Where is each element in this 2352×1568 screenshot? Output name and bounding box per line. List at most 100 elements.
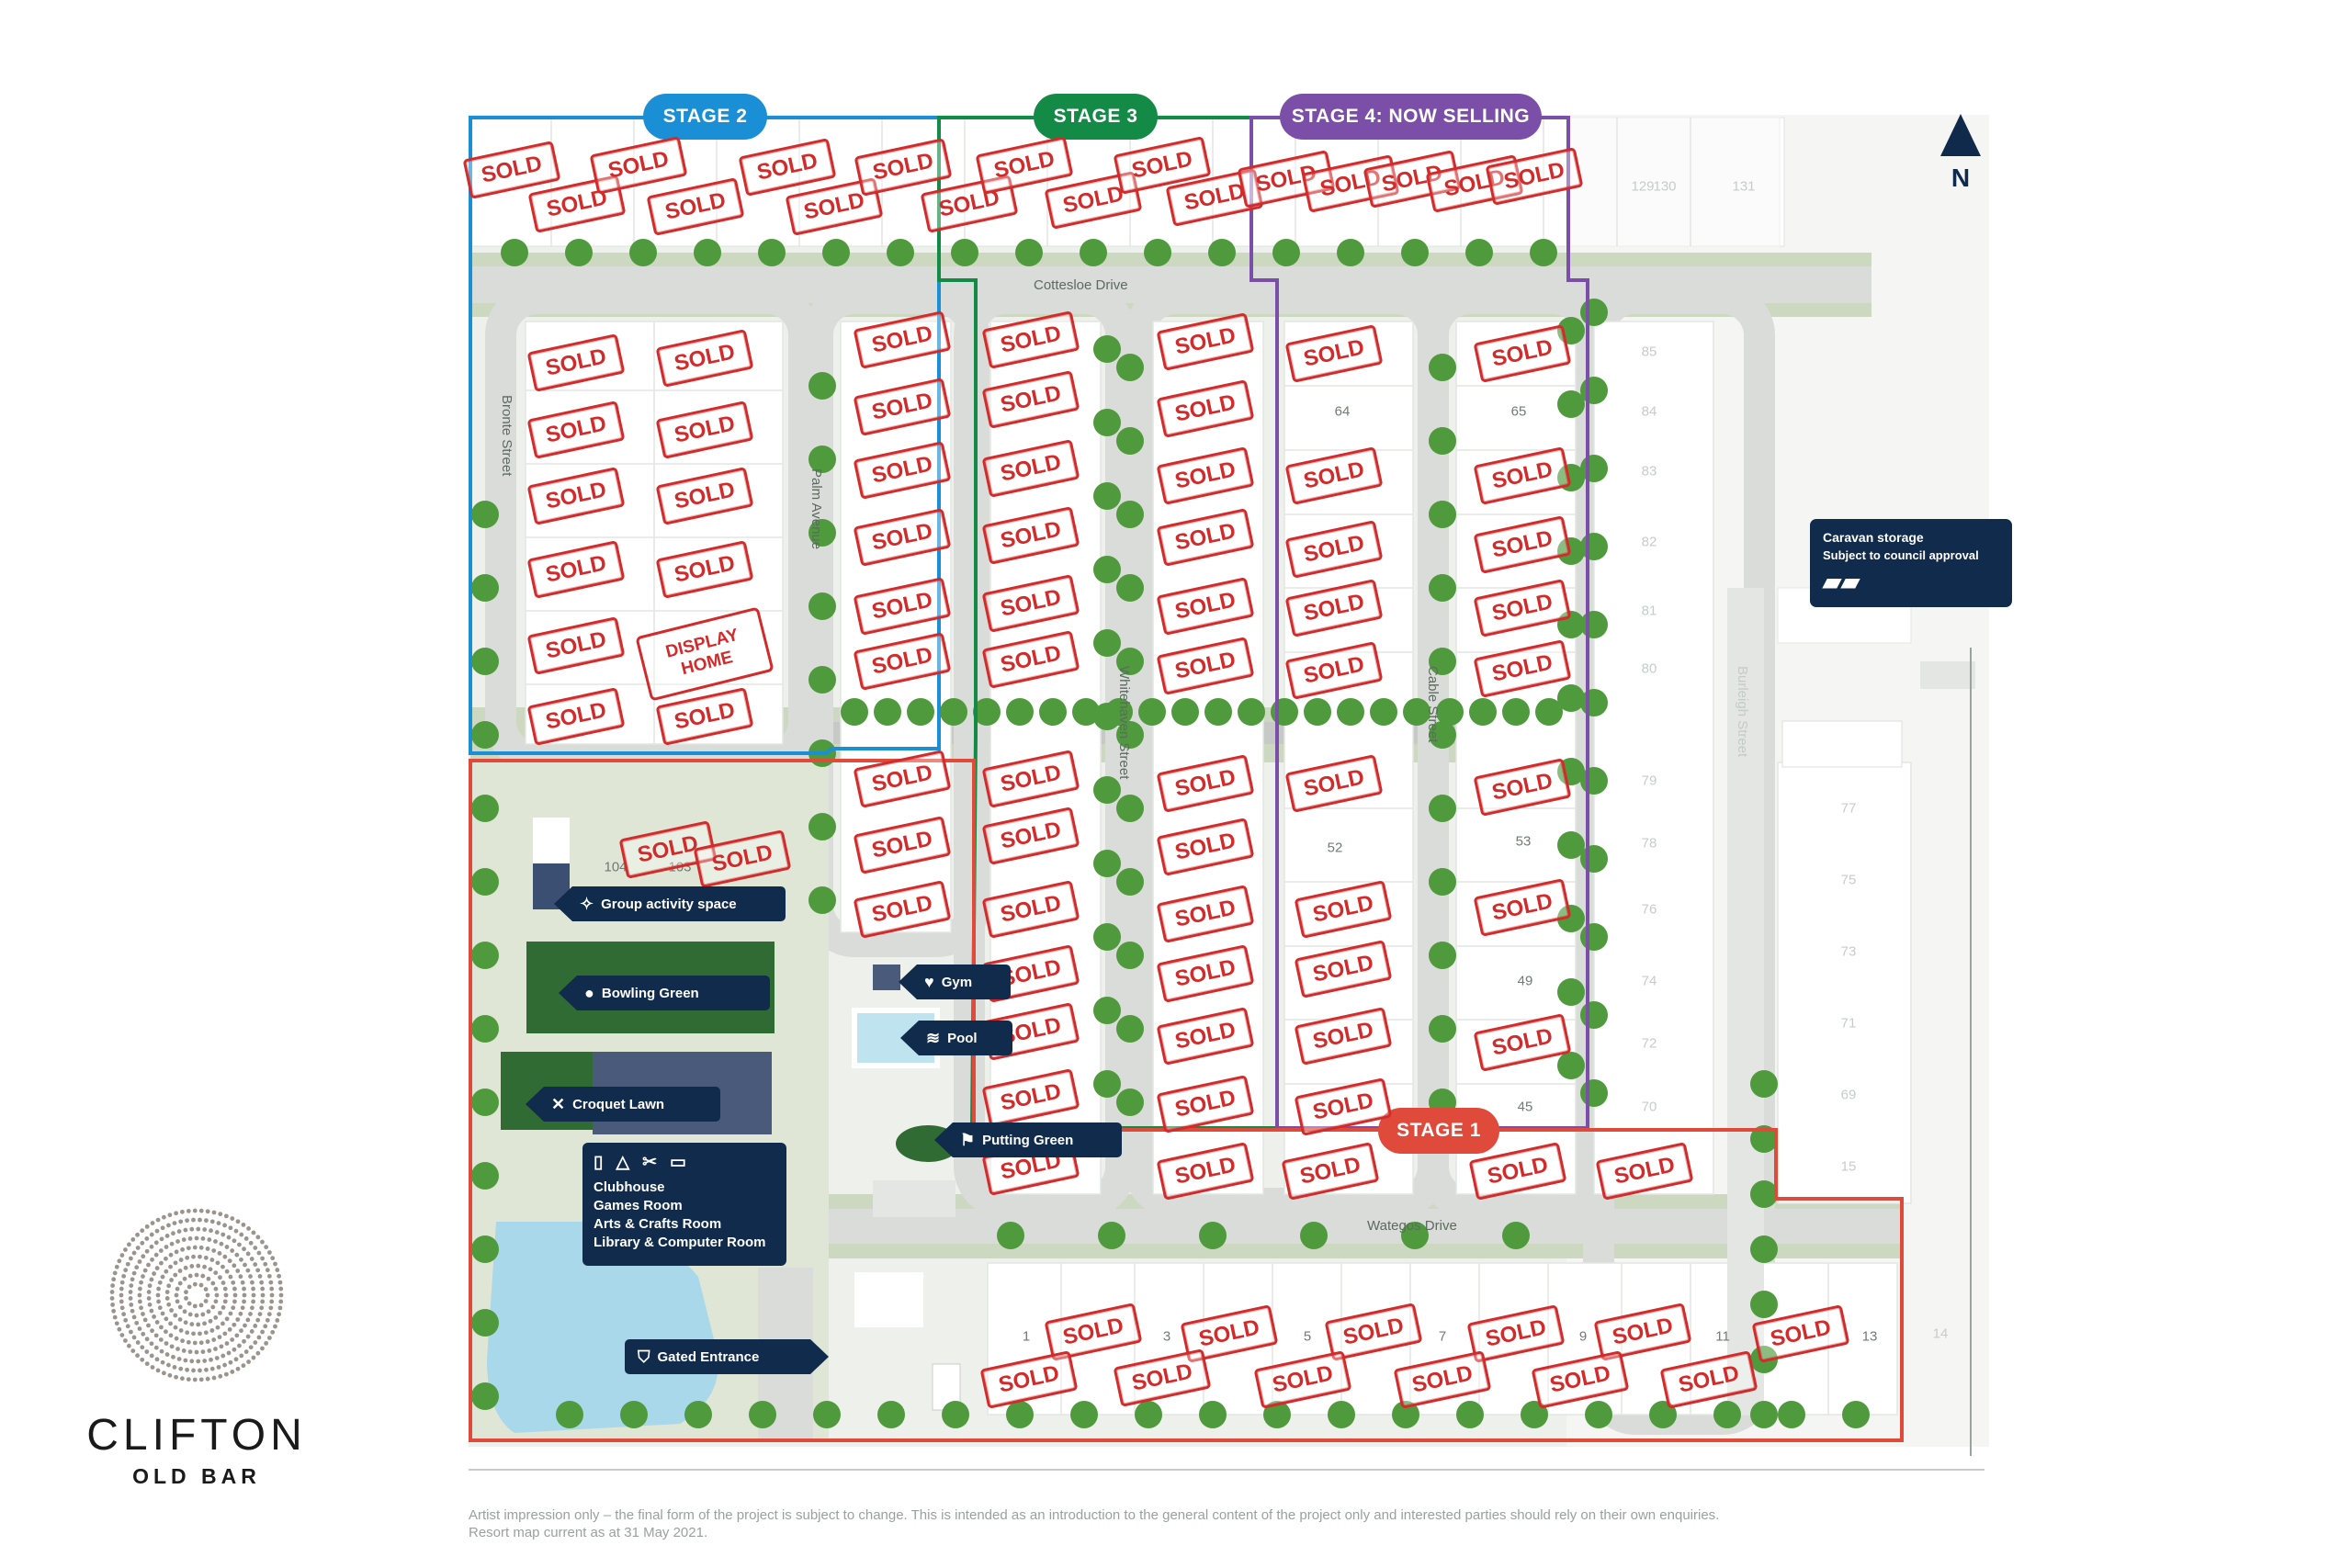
logo-dot (260, 1299, 266, 1304)
logo-dot (255, 1235, 261, 1240)
logo-dot (241, 1222, 246, 1227)
logo-dot (178, 1258, 184, 1262)
tree (1199, 1401, 1227, 1428)
logo-dot (149, 1277, 154, 1282)
logo-dot (154, 1357, 160, 1362)
logo-dot (265, 1268, 270, 1273)
tree (951, 239, 978, 266)
logo-dot (230, 1370, 235, 1374)
logo-dot (213, 1347, 218, 1351)
logo-dot (275, 1268, 280, 1272)
tree (565, 239, 593, 266)
logo-dot (266, 1312, 272, 1317)
logo-dot (147, 1302, 153, 1307)
tree (501, 239, 528, 266)
logo-dot (112, 1270, 118, 1276)
tree (1557, 905, 1585, 932)
clubhouse-card[interactable]: ▯△✂▭ Clubhouse Games Room Arts & Crafts … (582, 1143, 786, 1266)
logo-dot (117, 1326, 122, 1332)
logo-dot (263, 1324, 268, 1329)
logo-dot (213, 1314, 219, 1320)
lot-1: 1 (1022, 1328, 1031, 1345)
logo-dot (114, 1264, 119, 1269)
logo-dot (210, 1280, 216, 1286)
tree (471, 1382, 499, 1410)
logo-dot (249, 1257, 254, 1261)
croquet-lawn-label[interactable]: ✕ Croquet Lawn (526, 1087, 720, 1122)
logo-dot (134, 1265, 140, 1270)
logo-dot (196, 1226, 201, 1232)
tree (1750, 1346, 1778, 1373)
logo-dot (191, 1368, 196, 1373)
logo-dot (111, 1277, 117, 1282)
logo-dot (275, 1318, 280, 1323)
logo-dot (268, 1305, 274, 1311)
caravan-subtitle: Subject to council approval (1823, 548, 1979, 562)
tree (629, 239, 657, 266)
logo-dot (152, 1271, 156, 1276)
logo-dot (144, 1361, 150, 1367)
logo-dot (171, 1354, 175, 1359)
logo-dot (175, 1286, 180, 1292)
logo-dot (239, 1257, 243, 1262)
logo-dot (238, 1274, 243, 1280)
logo-dot (220, 1305, 226, 1310)
pool-label[interactable]: ≋ Pool (900, 1021, 1012, 1055)
lot-5: 5 (1303, 1328, 1312, 1345)
logo-dot (141, 1312, 145, 1316)
logo-dot (196, 1359, 201, 1364)
logo-dot (216, 1365, 221, 1370)
tree (1138, 698, 1166, 726)
putting-green-label[interactable]: ⚑ Putting Green (934, 1122, 1122, 1157)
tree (942, 1401, 969, 1428)
logo-dot (187, 1235, 193, 1241)
logo-dot (129, 1303, 134, 1307)
caravan-title: Caravan storage (1823, 530, 1924, 545)
logo-dot (168, 1252, 174, 1258)
logo-dot (175, 1299, 180, 1304)
bowling-green-text: Bowling Green (601, 985, 699, 1001)
logo-dot (198, 1208, 204, 1213)
logo-dot (220, 1232, 226, 1237)
group-activity-label[interactable]: ✧ Group activity space (554, 886, 786, 921)
logo-dot (256, 1335, 262, 1340)
logo-dot (149, 1232, 154, 1237)
stage-1-boundary (469, 759, 1904, 1442)
logo-dot (186, 1209, 191, 1213)
tree (808, 372, 836, 400)
logo-dot (242, 1247, 246, 1252)
logo-dot (211, 1375, 217, 1381)
logo-dot (174, 1292, 179, 1298)
logo-dot (156, 1286, 161, 1292)
logo-dot (228, 1359, 233, 1365)
flag-icon: ⚑ (960, 1130, 976, 1149)
lot-7: 7 (1438, 1328, 1447, 1345)
logo-dot (192, 1377, 198, 1382)
logo-dot (266, 1336, 272, 1340)
logo-dot (194, 1272, 199, 1278)
gym-label[interactable]: ♥ Gym (899, 964, 1011, 999)
pool-icon: ≋ (926, 1028, 941, 1047)
logo-dot (209, 1366, 215, 1371)
logo-dot (214, 1230, 220, 1235)
logo-dot (168, 1333, 174, 1338)
logo-dot (119, 1253, 125, 1258)
logo-dot (224, 1316, 230, 1322)
logo-dot (187, 1301, 192, 1306)
croquet-lawn-text: Croquet Lawn (572, 1096, 665, 1112)
logo-dot (257, 1312, 263, 1316)
street-burleigh-street: Burleigh Street (1735, 666, 1750, 758)
tree (1557, 758, 1585, 785)
tree (471, 1235, 499, 1263)
gated-entrance-label[interactable]: ⛉ Gated Entrance (625, 1339, 829, 1374)
logo-dot (164, 1245, 169, 1249)
logo-dot (186, 1377, 191, 1382)
tree (694, 239, 721, 266)
logo-dot (164, 1234, 170, 1238)
bowling-green-label[interactable]: ● Bowling Green (559, 976, 770, 1010)
logo-dot (278, 1299, 284, 1304)
logo-dot (219, 1241, 224, 1247)
tree (1580, 1079, 1608, 1107)
tree (1502, 1222, 1530, 1249)
caravan-storage-card[interactable]: Caravan storage Subject to council appro… (1810, 519, 2012, 607)
